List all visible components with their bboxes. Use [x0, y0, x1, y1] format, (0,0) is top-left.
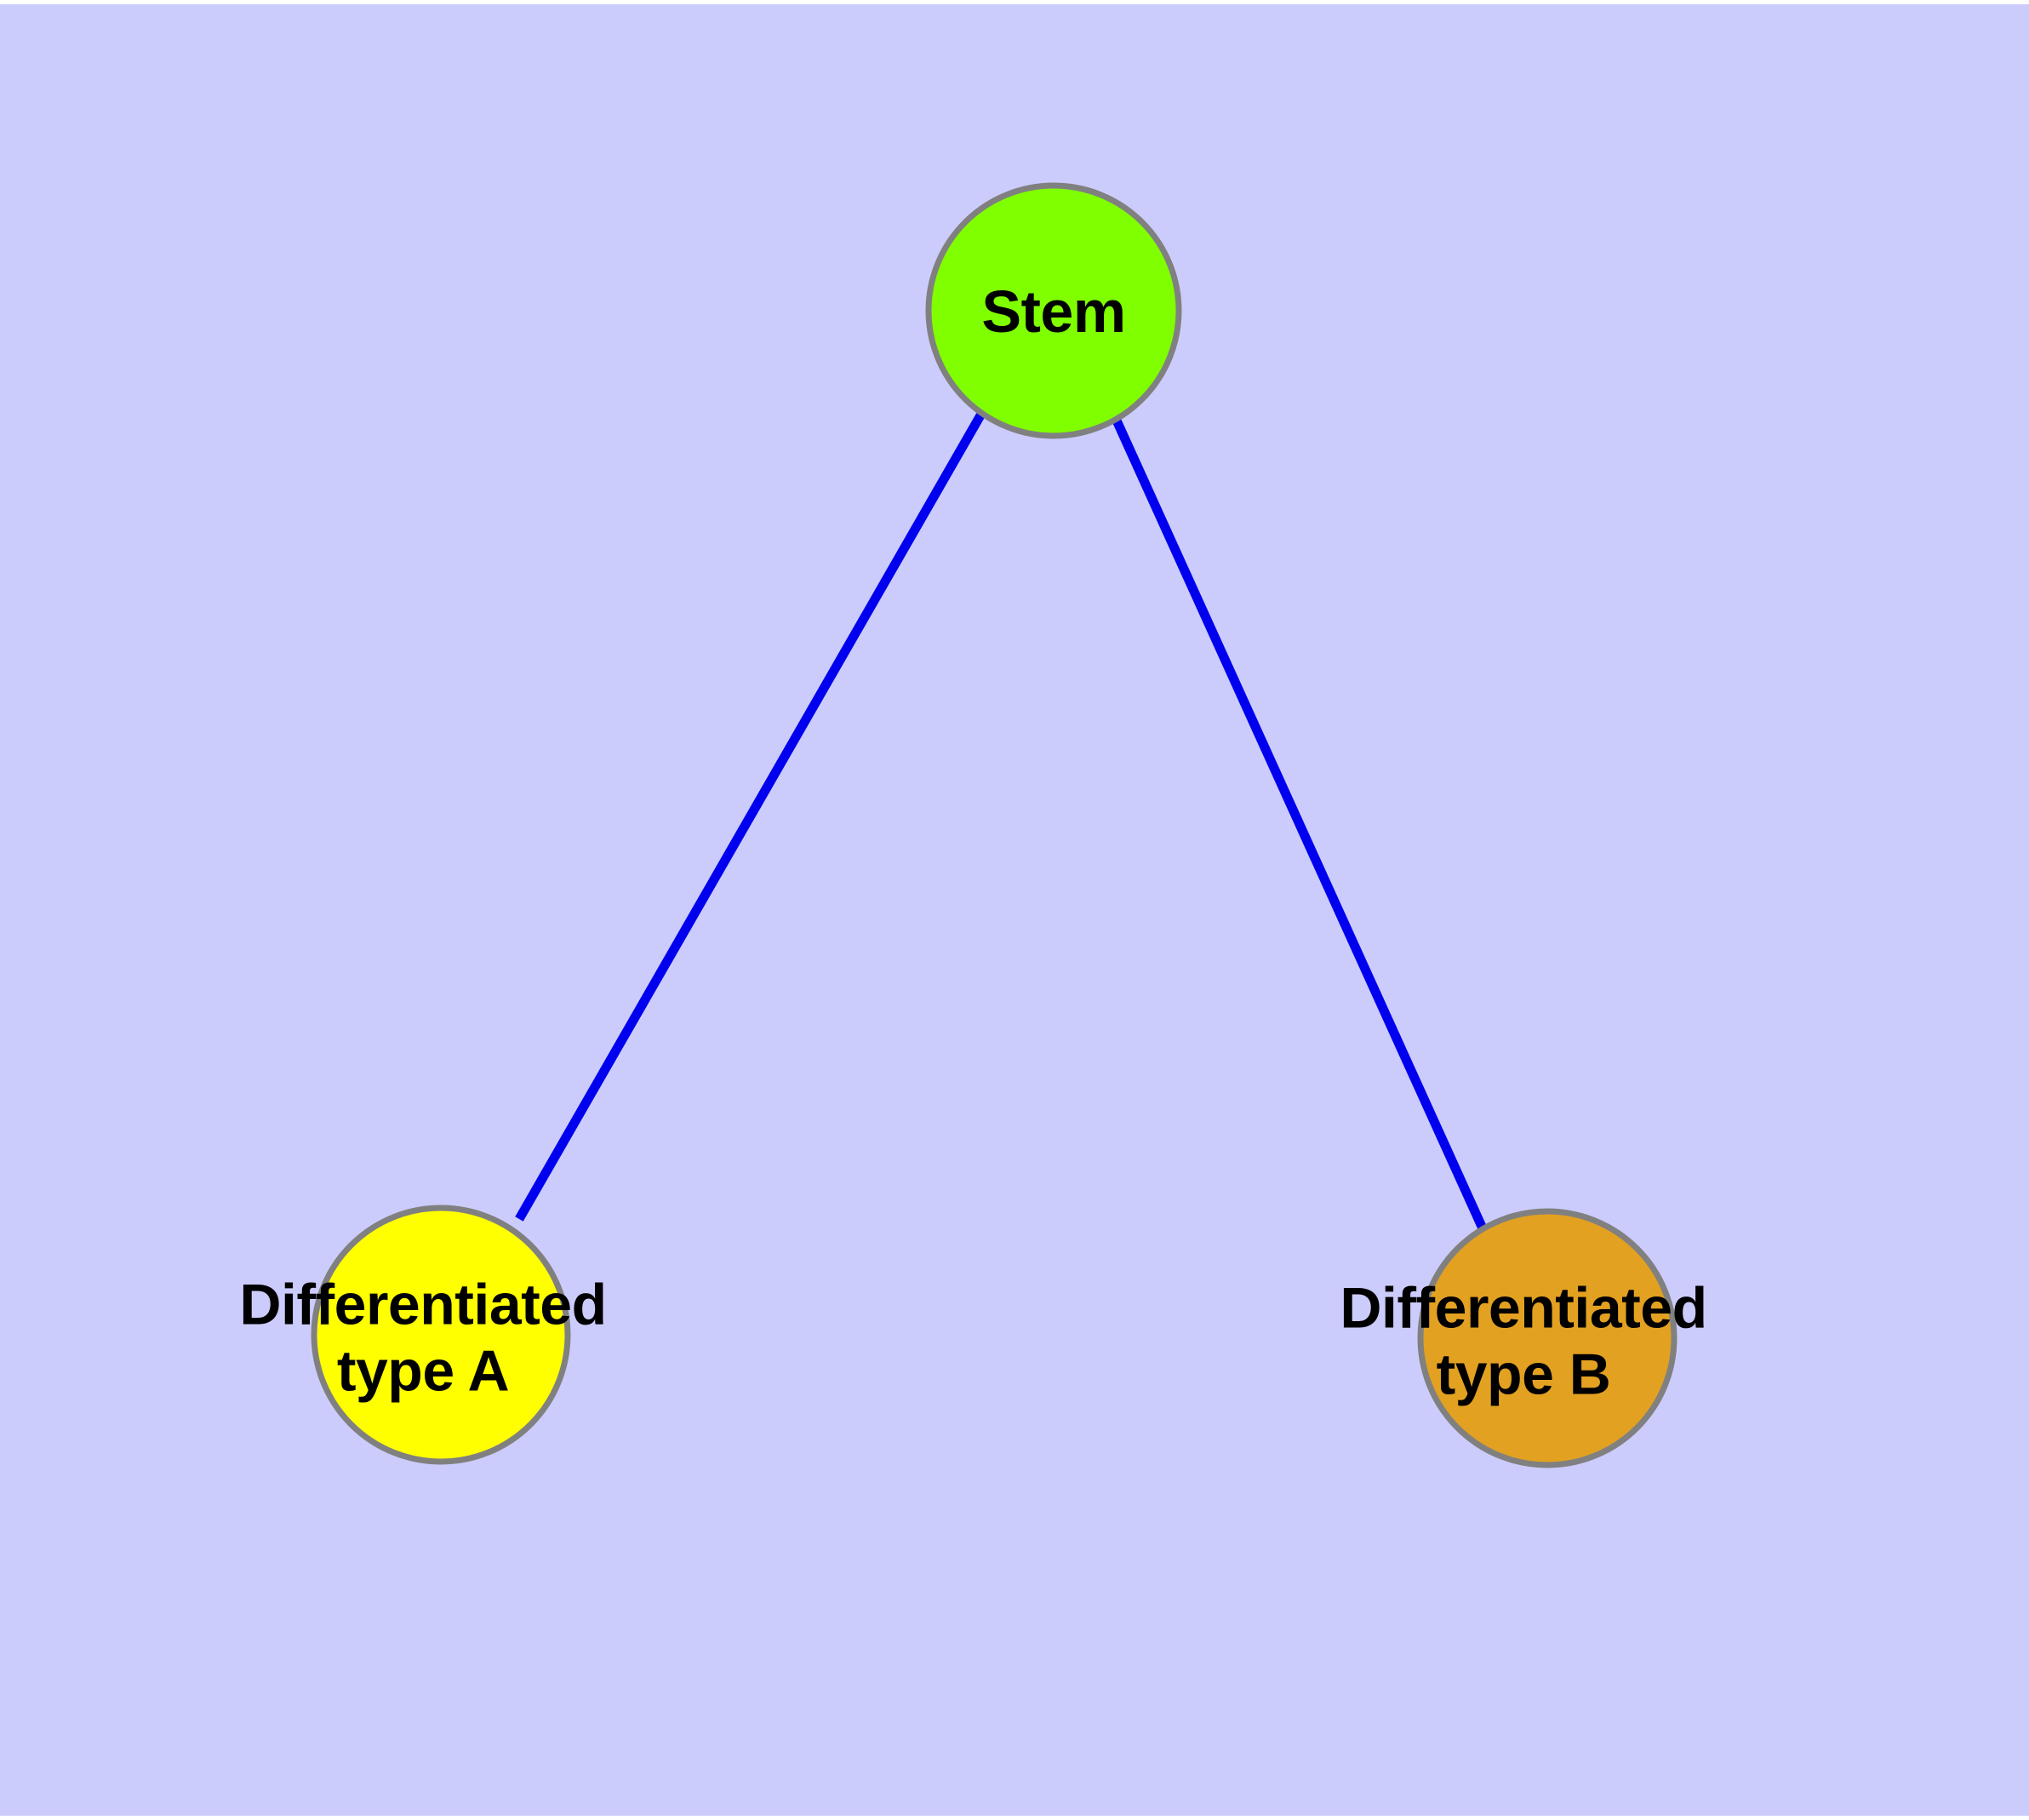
node-diff-a[interactable]	[311, 1205, 571, 1465]
node-stem[interactable]	[925, 182, 1182, 439]
edge-layer	[515, 413, 1488, 1231]
node-diff-b[interactable]	[1417, 1208, 1677, 1468]
edge-stem-to-diff-a[interactable]	[515, 413, 985, 1222]
node-layer	[311, 182, 1677, 1468]
edge-stem-to-diff-b[interactable]	[1112, 418, 1488, 1231]
